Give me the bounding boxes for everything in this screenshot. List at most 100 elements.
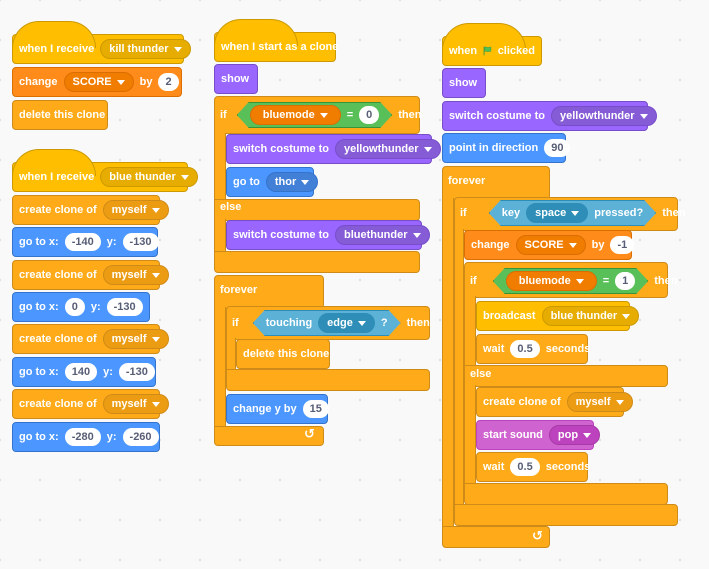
change-y-input[interactable]: 15 [302, 400, 329, 418]
broadcast-message-dropdown[interactable]: blue thunder [541, 306, 640, 326]
forever-left-column [214, 307, 226, 431]
go-to-xy-block[interactable]: go to x: 140 y: -130 [12, 357, 156, 387]
if-label: if [460, 207, 467, 219]
direction-input[interactable]: 90 [544, 139, 571, 157]
wait-seconds-input[interactable]: 0.5 [510, 340, 540, 358]
number-input[interactable]: -1 [610, 236, 635, 254]
green-flag-icon [483, 46, 492, 56]
y-input[interactable]: -130 [118, 363, 155, 381]
show-block[interactable]: show [442, 68, 486, 98]
wait-seconds-input[interactable]: 0.5 [510, 458, 540, 476]
question-mark: ? [380, 317, 388, 329]
else-arm [464, 365, 668, 387]
equals-operator[interactable]: bluemode = 0 [237, 102, 393, 128]
x-input[interactable]: -280 [64, 428, 101, 446]
block-label: go to x: [19, 366, 59, 378]
delete-this-clone-block[interactable]: delete this clone [236, 339, 330, 369]
when-green-flag-clicked-block[interactable]: when clicked [442, 23, 542, 66]
block-label: create clone of [19, 398, 97, 410]
block-label: by [139, 76, 153, 88]
touching-sensing-block[interactable]: touching edge ? [253, 310, 401, 336]
clone-target-dropdown[interactable]: myself [102, 265, 169, 285]
touching-target-dropdown[interactable]: edge [318, 313, 375, 333]
key-pressed-sensing-block[interactable]: key space pressed? [489, 200, 656, 226]
clone-target-dropdown[interactable]: myself [102, 329, 169, 349]
delete-this-clone-block[interactable]: delete this clone [12, 100, 108, 130]
key-dropdown[interactable]: space [526, 203, 588, 223]
go-to-block[interactable]: go to thor [226, 167, 319, 197]
go-to-xy-block[interactable]: go to x: -140 y: -130 [12, 227, 159, 257]
block-label: create clone of [19, 204, 97, 216]
create-clone-block[interactable]: create clone of myself [12, 324, 169, 354]
x-input[interactable]: -140 [64, 233, 101, 251]
else-label: else [470, 368, 492, 380]
equals-value-input[interactable]: 1 [615, 272, 635, 290]
show-block[interactable]: show [214, 64, 258, 94]
clone-target-dropdown[interactable]: myself [102, 200, 169, 220]
costume-dropdown[interactable]: yellowthunder [334, 139, 441, 159]
when-i-receive-blue-thunder-block[interactable]: when I receive blue thunder [12, 149, 198, 192]
if-header: if bluemode = 0 then [214, 100, 421, 130]
if-left-column [214, 133, 226, 201]
change-score-block[interactable]: change SCORE by 2 [12, 67, 182, 97]
forever-footer [442, 526, 550, 548]
if-key-footer [454, 504, 678, 526]
point-in-direction-block[interactable]: point in direction 90 [442, 133, 571, 163]
create-clone-block[interactable]: create clone of myself [12, 389, 169, 419]
broadcast-block[interactable]: broadcast blue thunder [476, 301, 640, 331]
then-label: then [654, 275, 678, 287]
switch-costume-block[interactable]: switch costume to yellowthunder [442, 101, 657, 131]
variable-dropdown[interactable]: SCORE [63, 72, 134, 92]
block-label: change [19, 76, 58, 88]
block-label: create clone of [19, 269, 97, 281]
create-clone-block[interactable]: create clone of myself [476, 387, 633, 417]
forever-label: forever [448, 175, 486, 187]
clone-target-dropdown[interactable]: myself [102, 394, 169, 414]
forever-left-column [442, 198, 454, 532]
go-to-xy-block[interactable]: go to x: -280 y: -260 [12, 422, 160, 452]
when-i-start-as-a-clone-block[interactable]: when I start as a clone [214, 19, 338, 62]
equals-operator[interactable]: bluemode = 1 [493, 268, 649, 294]
if-key-left-column [454, 229, 464, 515]
go-to-xy-block[interactable]: go to x: 0 y: -130 [12, 292, 150, 322]
variable-dropdown[interactable]: SCORE [515, 235, 586, 255]
forever-label: forever [220, 284, 258, 296]
x-input[interactable]: 140 [64, 363, 98, 381]
start-sound-block[interactable]: start sound pop [476, 420, 601, 450]
when-i-receive-kill-thunder-block[interactable]: when I receive kill thunder [12, 21, 191, 64]
costume-dropdown[interactable]: yellowthunder [550, 106, 657, 126]
bluemode-variable-reporter[interactable]: bluemode [506, 271, 597, 291]
create-clone-block[interactable]: create clone of myself [12, 260, 169, 290]
change-score-block[interactable]: change SCORE by -1 [464, 230, 635, 260]
sound-dropdown[interactable]: pop [548, 425, 601, 445]
block-label: y: [103, 366, 113, 378]
y-input[interactable]: -260 [122, 428, 159, 446]
bluemode-variable-reporter[interactable]: bluemode [250, 105, 341, 125]
block-label: y: [106, 431, 117, 443]
goto-target-dropdown[interactable]: thor [265, 172, 319, 192]
y-input[interactable]: -130 [122, 233, 159, 251]
block-label: when I receive [19, 171, 95, 183]
if-bluemode-footer [464, 483, 668, 505]
equals-value-input[interactable]: 0 [359, 106, 379, 124]
message-dropdown[interactable]: blue thunder [100, 167, 198, 187]
block-label: show [221, 73, 250, 85]
if-touching-left-column [226, 338, 236, 372]
message-dropdown[interactable]: kill thunder [100, 39, 191, 59]
costume-dropdown[interactable]: bluethunder [334, 225, 430, 245]
change-y-block[interactable]: change y by 15 [226, 394, 329, 424]
block-label: wait [483, 343, 505, 355]
x-input[interactable]: 0 [64, 298, 85, 316]
clone-target-dropdown[interactable]: myself [566, 392, 633, 412]
wait-block[interactable]: wait 0.5 seconds [476, 452, 590, 482]
block-label: seconds [545, 343, 591, 355]
wait-block[interactable]: wait 0.5 seconds [476, 334, 591, 364]
y-input[interactable]: -130 [106, 298, 143, 316]
if-label: if [220, 109, 227, 121]
if-bluemode-header: if bluemode = 1 then [464, 266, 677, 296]
switch-costume-block[interactable]: switch costume to bluethunder [226, 220, 430, 250]
number-input[interactable]: 2 [158, 73, 179, 91]
create-clone-block[interactable]: create clone of myself [12, 195, 169, 225]
switch-costume-block[interactable]: switch costume to yellowthunder [226, 134, 441, 164]
